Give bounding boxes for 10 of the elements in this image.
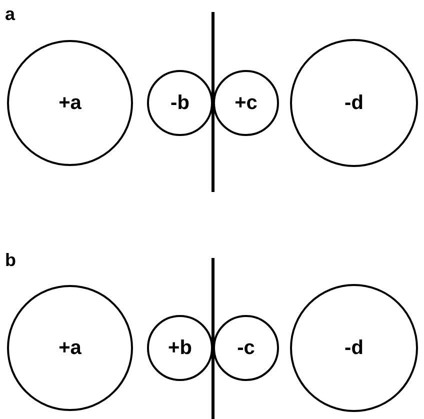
circle-label: -c [237, 336, 255, 360]
circle-label: +a [58, 92, 82, 114]
circle-label: +a [58, 336, 82, 360]
panel-label: a [5, 4, 16, 25]
panel-label: b [5, 250, 16, 271]
circle-label: +c [234, 92, 258, 114]
circle-label: -b [170, 92, 190, 114]
circle-label: +b [168, 336, 192, 360]
circle-label: -d [344, 92, 364, 114]
circle-label: -d [344, 336, 364, 360]
